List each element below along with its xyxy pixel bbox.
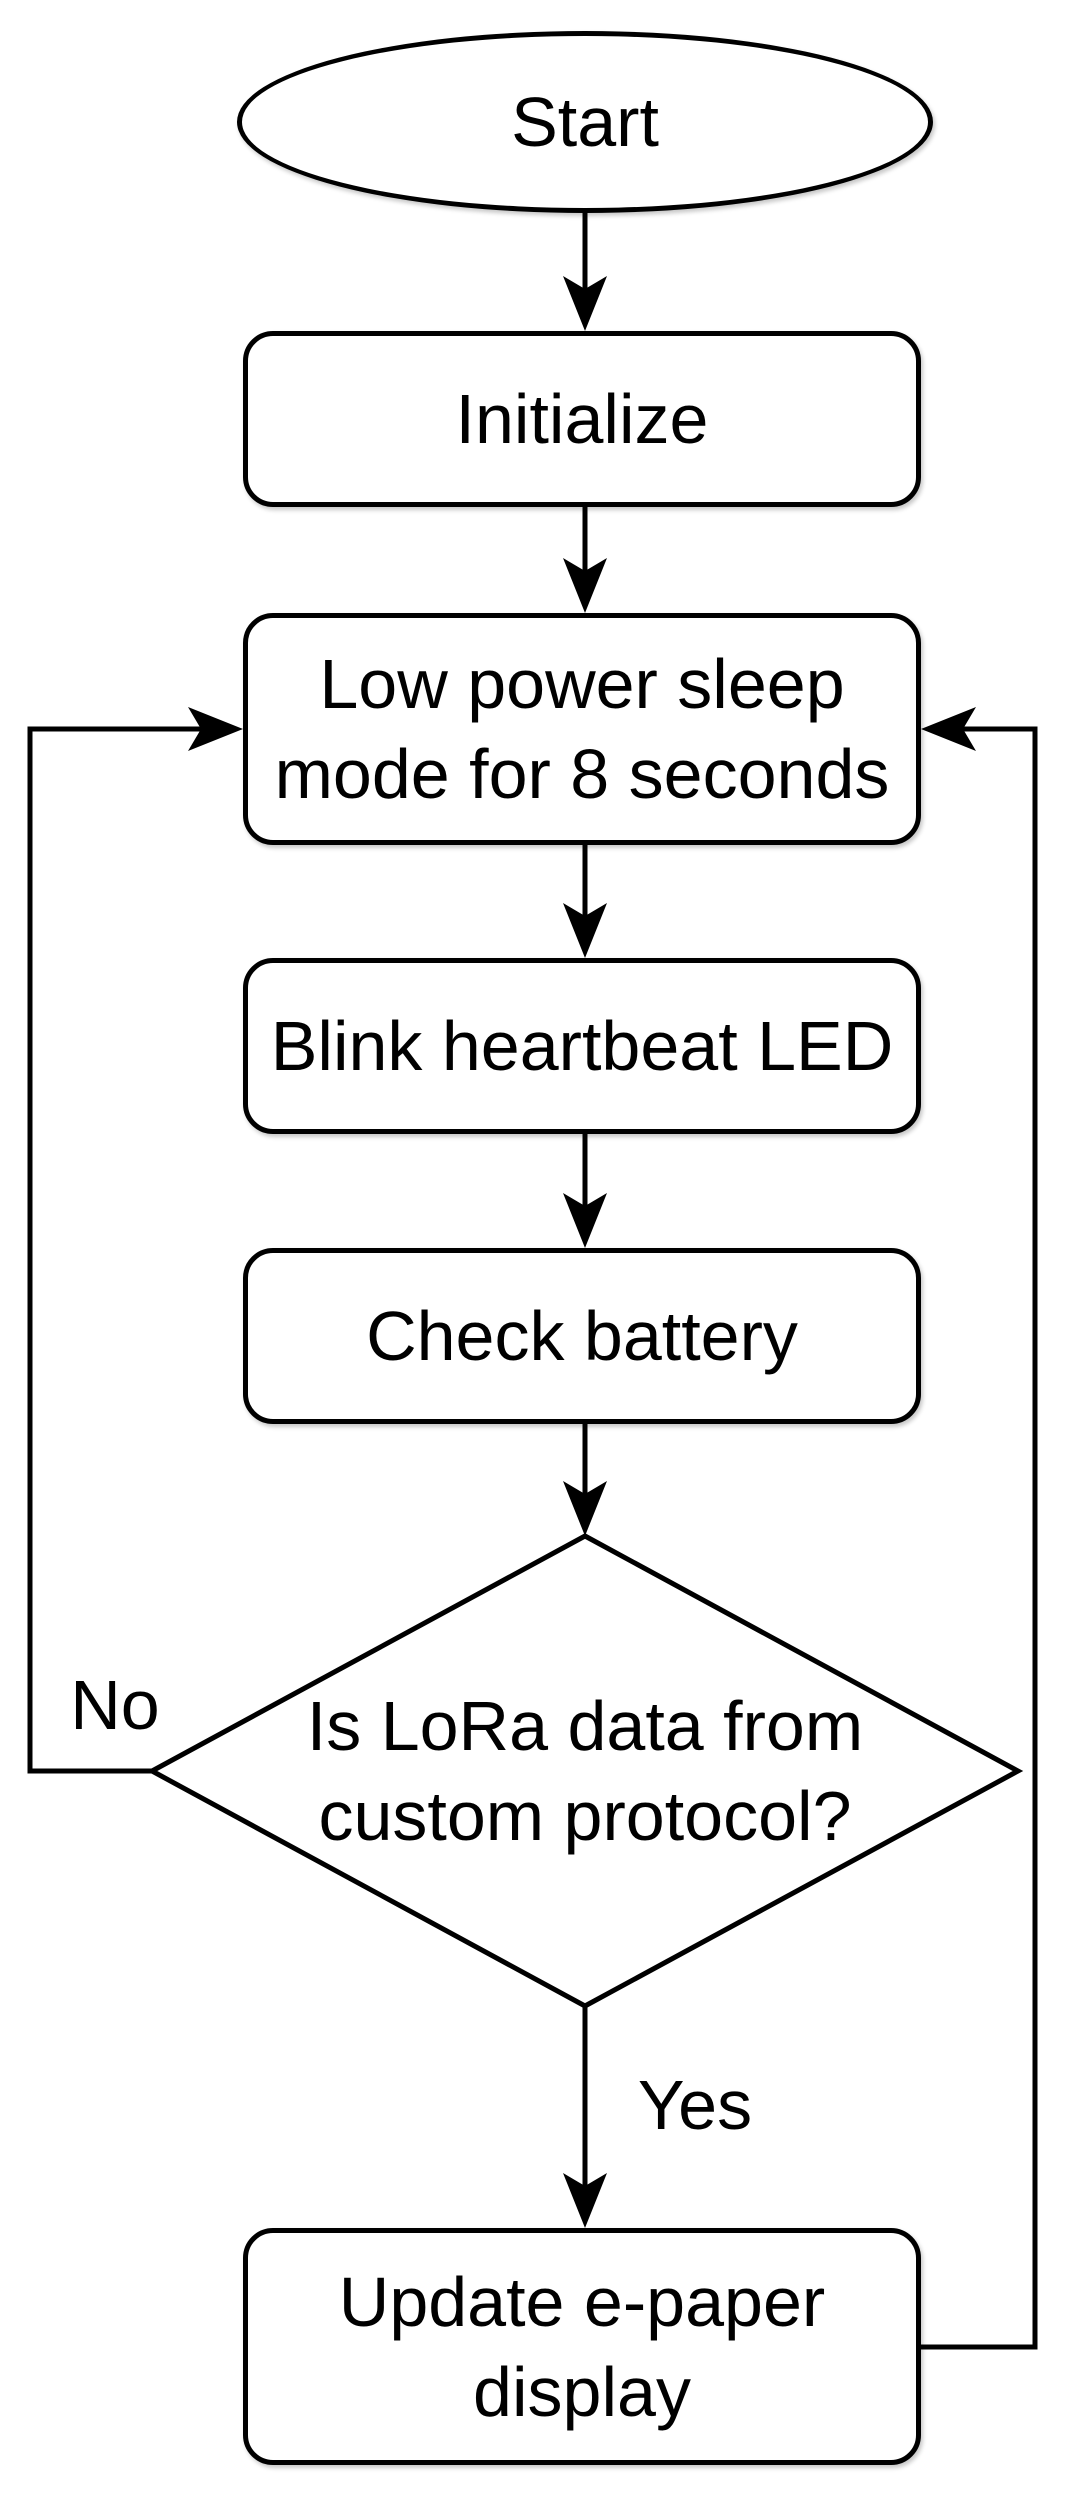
edge-check-to-decision — [563, 1424, 607, 1536]
node-low-power-sleep: Low power sleep mode for 8 seconds — [243, 613, 921, 845]
edge-initialize-to-lowpower — [563, 507, 607, 613]
arrowhead-right-icon — [188, 707, 243, 751]
edge-update-loop-to-lowpower — [921, 707, 1038, 2350]
arrowhead-down-icon — [563, 903, 607, 958]
node-update-epaper-display-label-line1: Update e-paper — [338, 2262, 826, 2341]
edge-blink-to-check — [563, 1134, 607, 1248]
node-blink-heartbeat-led: Blink heartbeat LED — [243, 958, 921, 1134]
edge-label-no: No — [70, 1666, 160, 1744]
node-update-epaper-display: Update e-paper display — [243, 2228, 921, 2465]
arrowhead-down-icon — [563, 558, 607, 613]
arrowhead-down-icon — [563, 1481, 607, 1536]
node-low-power-sleep-label-line2: mode for 8 seconds — [274, 735, 890, 813]
node-lora-decision-label-line2: custom protocol? — [318, 1777, 852, 1855]
edge-decision-no-loop-to-lowpower — [27, 707, 243, 1774]
arrowhead-down-icon — [563, 1193, 607, 1248]
edge-decision-yes-to-update — [563, 2006, 607, 2228]
node-low-power-sleep-label-line1: Low power sleep — [319, 645, 845, 723]
node-blink-heartbeat-led-label: Blink heartbeat LED — [270, 1007, 894, 1085]
arrowhead-down-icon — [563, 276, 607, 331]
edge-label-yes: Yes — [637, 2066, 753, 2144]
edge-lowpower-to-blink — [563, 845, 607, 958]
node-initialize-label: Initialize — [455, 380, 709, 458]
node-start: Start — [237, 31, 933, 213]
edge-start-to-initialize — [563, 213, 607, 331]
arrowhead-left-icon — [921, 707, 976, 751]
arrowhead-down-icon — [563, 2173, 607, 2228]
node-start-label: Start — [511, 83, 659, 161]
node-update-epaper-display-label-line2: display — [473, 2352, 691, 2431]
node-initialize: Initialize — [243, 331, 921, 507]
node-check-battery-label: Check battery — [366, 1297, 798, 1375]
node-check-battery: Check battery — [243, 1248, 921, 1424]
node-lora-decision-label: Is LoRa data from custom protocol? — [245, 1676, 925, 1866]
node-lora-decision-label-line1: Is LoRa data from — [306, 1687, 864, 1765]
